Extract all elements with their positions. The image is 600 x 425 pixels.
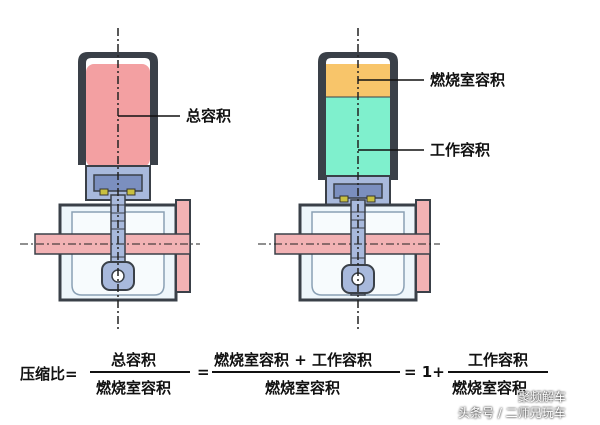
formula-lhs: 压缩比= [20,365,78,383]
fraction2-numerator: 燃烧室容积 + 工作容积 [214,351,373,369]
working-volume-label: 工作容积 [430,141,490,159]
fraction3-bar [448,371,548,373]
fraction2-bar [212,371,400,373]
formula-equals-2: = [197,363,210,381]
fraction1-numerator: 总容积 [111,351,157,369]
combustion-chamber-label: 燃烧室容积 [430,71,505,89]
right-engine [258,28,440,330]
left-engine [20,28,200,330]
fraction2-denominator: 燃烧室容积 [265,379,341,397]
watermark-brand: 聚频解车 [518,390,567,404]
total-volume-label: 总容积 [186,107,231,125]
formula-equals-3: = 1+ [404,363,445,381]
watermark-source: 头条号 / 二师兄玩车 [458,406,566,420]
fraction3-denominator: 燃烧室容积 [452,379,528,397]
fraction1-denominator: 燃烧室容积 [96,379,172,397]
fraction3-numerator: 工作容积 [468,351,529,369]
fraction1-bar [90,371,190,373]
